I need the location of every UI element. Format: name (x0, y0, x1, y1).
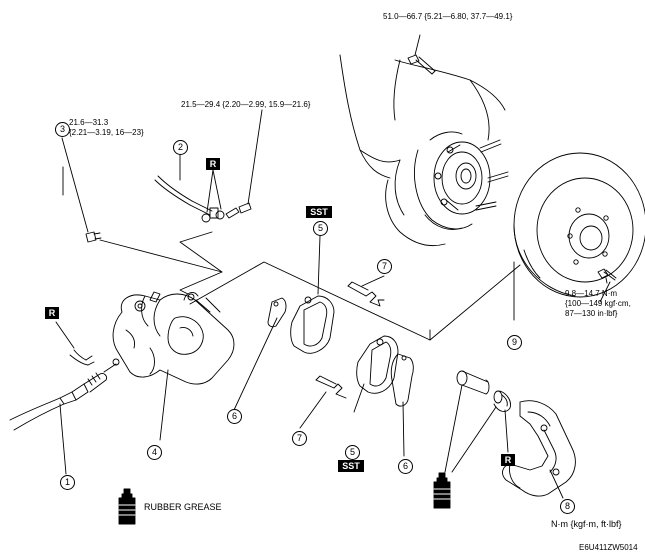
torque-spec-bleeder-line1: 21.6—31.3 (69, 118, 109, 127)
leader-caliper-assembly (189, 261, 431, 341)
retaining-clip (55, 321, 95, 366)
brake-pad-inner (290, 235, 335, 354)
bleeder-screw (61, 137, 223, 273)
sst-tag-lower: SST (338, 460, 364, 472)
torque-spec-screw-line1: 9.8—14.7 N·m (565, 289, 618, 298)
callout-6-outer: 6 (398, 459, 413, 474)
sst-tag-upper: SST (306, 206, 332, 218)
knuckle-hub-assembly (339, 54, 509, 247)
rubber-grease-legend: RUBBER GREASE (144, 502, 222, 512)
torque-spec-knuckle-bolt: 51.0—66.7 {5.21—6.80, 37.7—49.1} (383, 12, 513, 21)
replace-tag-clip: R (45, 307, 59, 319)
torque-spec-hose-bolt: 21.5—29.4 {2.20—2.99, 15.9—21.6} (181, 100, 311, 109)
torque-spec-screw-line3: 87—130 in·lbf} (565, 309, 618, 318)
callout-7-upper: 7 (377, 259, 392, 274)
callout-8: 8 (560, 499, 575, 514)
leader-4 (159, 369, 169, 441)
knuckle-bolt (407, 34, 436, 75)
replace-tag-boot: R (501, 454, 515, 466)
callout-9: 9 (507, 335, 522, 350)
replace-tag-washers: R (206, 158, 220, 170)
callout-2: 2 (173, 140, 188, 155)
figure-code: E6U411ZW5014 (579, 543, 638, 552)
leader-screw-spec (599, 281, 611, 303)
brake-pad-outer (353, 335, 399, 413)
caliper-body (112, 291, 235, 385)
shim-inner (233, 297, 287, 411)
guide-pin (444, 370, 490, 473)
callout-4: 4 (147, 445, 162, 460)
callout-3: 3 (55, 122, 70, 137)
guide-plate-lower (299, 375, 347, 429)
disc-screw (597, 268, 617, 284)
guide-pin-boot (451, 390, 511, 473)
grease-can-icon (118, 488, 136, 525)
parking-cable (9, 358, 120, 475)
torque-spec-bleeder-line2: {2.21—3.19, 16—23} (69, 128, 144, 137)
torque-spec-screw-line2: {100—149 kgf·cm, (565, 299, 631, 308)
guide-plate-upper (347, 275, 385, 307)
callout-5-outer: 5 (345, 445, 360, 460)
brake-hose (154, 175, 252, 223)
callout-1: 1 (60, 475, 75, 490)
torque-units-note: N·m {kgf·m, ft·lbf} (551, 519, 622, 529)
caliper-bracket (502, 400, 576, 499)
leader-disc-assembly (429, 264, 521, 341)
brake-disc (513, 152, 645, 298)
grease-can-icon (433, 472, 451, 509)
callout-5-inner: 5 (313, 221, 328, 236)
callout-7-lower: 7 (292, 431, 307, 446)
callout-6-inner: 6 (227, 409, 242, 424)
shim-outer (390, 353, 414, 457)
